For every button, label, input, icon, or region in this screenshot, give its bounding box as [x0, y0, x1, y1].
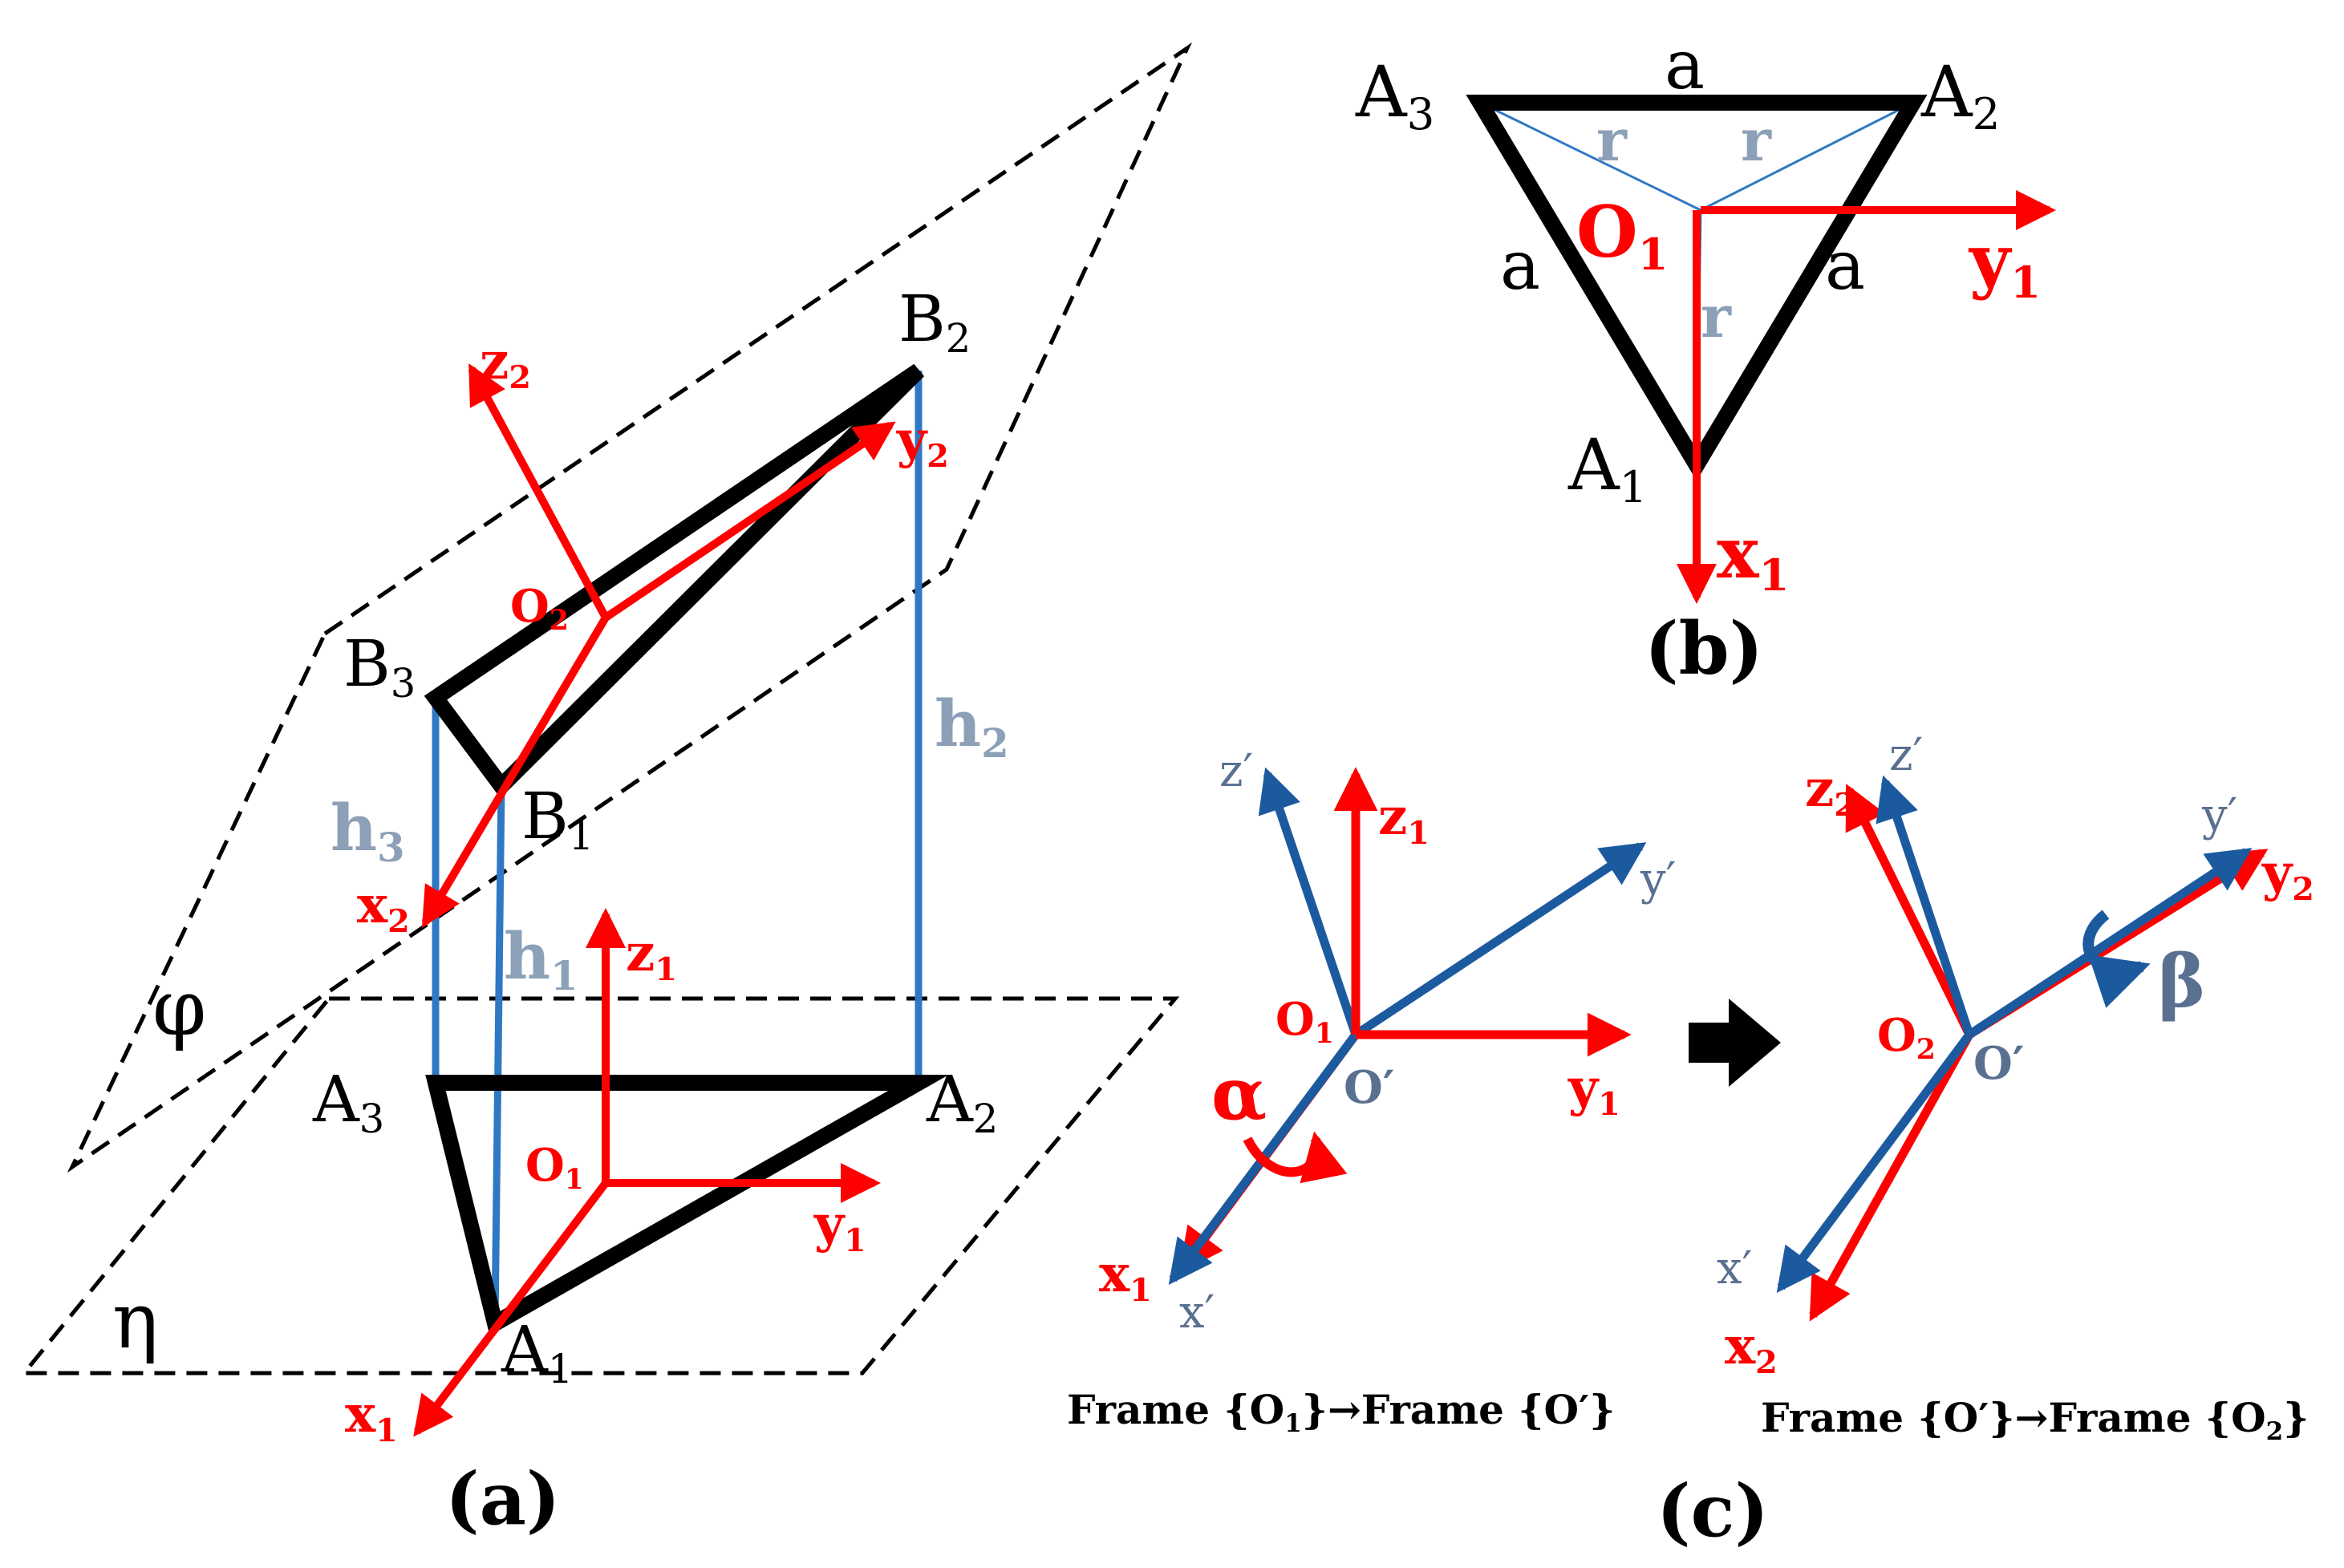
axis-y2-a: [603, 421, 896, 622]
label-b3: B3: [343, 626, 416, 707]
label-a3: A3: [312, 1062, 384, 1142]
label-y-prime-right: y′: [2201, 789, 2237, 841]
caption-b: (b): [1644, 606, 1763, 691]
label-y1-a: y1: [813, 1194, 866, 1259]
axis-y-prime-left: [1352, 842, 1647, 1039]
rotation-beta: [2082, 910, 2151, 1008]
label-side-left: a: [1500, 226, 1540, 305]
plane-phi: [67, 42, 1193, 1173]
label-b2: B2: [898, 282, 971, 362]
label-o1: O1: [525, 1139, 584, 1196]
label-b1: B1: [521, 779, 594, 859]
triangle-b: [1466, 95, 1928, 481]
label-x-prime-right: x′: [1717, 1242, 1752, 1295]
label-r-down: r: [1701, 282, 1732, 350]
label-a1-b: A1: [1567, 423, 1647, 513]
label-a2-b: A2: [1920, 51, 2000, 140]
label-a3-b: A3: [1355, 51, 1434, 140]
panel-b: A3 A2 A1 a a a r r r O1 y1 x1 (b): [1355, 26, 2057, 691]
title-left: Frame {O1}→Frame {O′}: [1067, 1386, 1615, 1438]
label-z-prime-left: z′: [1219, 745, 1253, 797]
label-r-left: r: [1596, 106, 1628, 174]
label-h2: h2: [935, 686, 1009, 767]
label-r-right: r: [1741, 106, 1772, 174]
axis-x-prime-right: [1776, 1031, 1973, 1294]
label-z2-a: z2: [480, 331, 531, 396]
triangle-b-platform: [424, 363, 925, 799]
panel-c: z′ z1 y′ y1 O1 O′ α x1 x′ Frame {O1}→Fra…: [1067, 729, 2314, 1554]
panel-a: B2 B3 B1 A3 A2 A1 O2 O1 h3 h1 h2 z2 y2 x…: [19, 42, 1193, 1542]
axis-z-prime-left: [1258, 767, 1361, 1036]
label-o2-right: O2: [1877, 1009, 1936, 1066]
label-z1-a: z1: [626, 923, 677, 988]
label-h1: h1: [504, 918, 578, 999]
axis-x2-right: [1809, 1032, 1973, 1322]
caption-a: (a): [445, 1457, 560, 1542]
label-y1-b: y1: [1968, 218, 2041, 308]
axis-z2-right: [1845, 784, 1973, 1037]
label-z1-left: z1: [1378, 787, 1430, 852]
label-alpha: α: [1211, 1051, 1267, 1136]
label-y2-right: y2: [2261, 843, 2314, 908]
label-o2: O2: [510, 580, 569, 637]
triangle-a-base: [425, 1075, 949, 1336]
caption-c: (c): [1657, 1469, 1769, 1554]
label-x1-a: x1: [345, 1384, 398, 1449]
label-x-prime-left: x′: [1179, 1286, 1215, 1339]
label-o-prime-left: O′: [1344, 1061, 1395, 1114]
label-side-top: a: [1665, 26, 1705, 104]
label-z2-right: z2: [1805, 759, 1856, 824]
rotation-alpha: [1243, 1131, 1348, 1184]
h1-line: [491, 785, 505, 1324]
label-y2-a: y2: [896, 410, 949, 475]
label-eta: η: [112, 1276, 159, 1366]
axis-x2-a: [421, 615, 610, 928]
label-side-right: a: [1825, 226, 1865, 305]
axis-z2-a: [468, 363, 610, 620]
title-right: Frame {O′}→Frame {O2}: [1761, 1394, 2309, 1446]
label-o1-left: O1: [1275, 993, 1334, 1050]
label-phi: φ: [152, 963, 206, 1053]
radius-o1-a2: [1700, 101, 1914, 212]
label-y1-left: y1: [1567, 1058, 1620, 1123]
label-o-prime-right: O′: [1973, 1037, 2025, 1090]
label-z-prime-right: z′: [1889, 729, 1923, 781]
label-x2-a: x2: [357, 875, 410, 940]
label-x2-right: x2: [1725, 1316, 1778, 1381]
axis-x1-a: [413, 1180, 609, 1437]
label-a1: A1: [501, 1312, 573, 1392]
label-beta: β: [2158, 939, 2206, 1024]
plane-eta: [19, 996, 1180, 1376]
transition-arrow: [1689, 999, 1781, 1087]
label-o1-b: O1: [1576, 190, 1669, 280]
axis-z-prime-right: [1876, 775, 1974, 1036]
label-h3: h3: [331, 790, 405, 871]
radius-o1-a3: [1479, 101, 1701, 212]
label-a2: A2: [926, 1062, 998, 1142]
label-y-prime-left: y′: [1640, 853, 1676, 906]
axis-y-prime-right: [1966, 848, 2253, 1039]
label-x1-b: x1: [1717, 511, 1789, 601]
label-x1-left: x1: [1099, 1244, 1152, 1309]
